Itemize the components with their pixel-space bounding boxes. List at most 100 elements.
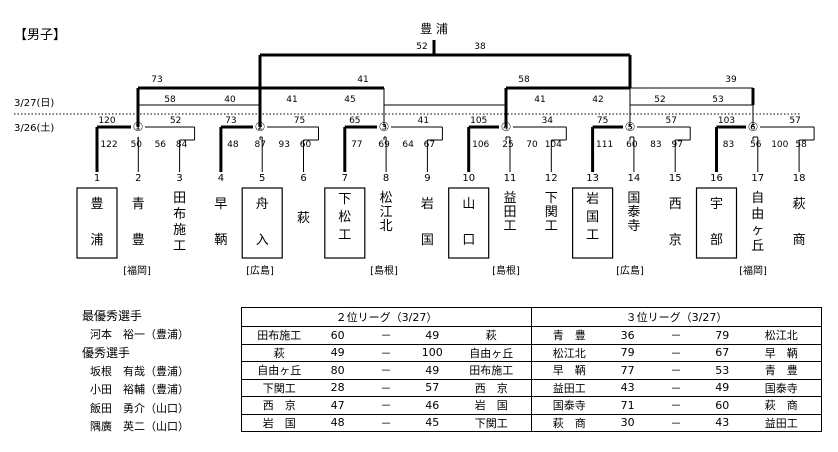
team-b: 早 鞆 bbox=[741, 343, 822, 362]
dash: － bbox=[358, 361, 414, 380]
score-b: 60 bbox=[703, 396, 742, 415]
dash: － bbox=[648, 361, 704, 380]
team-box bbox=[448, 187, 490, 259]
mvp-title: 最優秀選手 bbox=[82, 309, 143, 323]
team-a: 早 鞆 bbox=[530, 361, 607, 380]
team-b: 青 豊 bbox=[741, 361, 822, 380]
score-b: 49 bbox=[413, 326, 452, 345]
team-number: 1 bbox=[94, 173, 100, 184]
team-name-char: 田 bbox=[503, 205, 516, 220]
game-score: 106 bbox=[472, 140, 489, 150]
dash: － bbox=[358, 326, 414, 345]
team-a: 萩 bbox=[241, 343, 317, 362]
team-name-char: 商 bbox=[793, 233, 806, 248]
team-b: 国泰寺 bbox=[741, 378, 822, 397]
team-name-char: 自 bbox=[751, 191, 764, 206]
score-b: 49 bbox=[413, 361, 452, 380]
team-number: 10 bbox=[462, 173, 475, 184]
team-a: 萩 商 bbox=[530, 413, 607, 432]
team-name-char: 豊 bbox=[132, 233, 145, 248]
team-name-char: 舟 bbox=[256, 197, 269, 212]
score-a: 43 bbox=[606, 378, 649, 397]
score-b: 46 bbox=[413, 396, 452, 415]
team-name-char: 豊 bbox=[90, 197, 103, 212]
region-label: [島根] bbox=[370, 264, 398, 277]
team-name-char: 青 bbox=[132, 197, 145, 212]
game-score: 84 bbox=[176, 140, 188, 150]
game-score: 97 bbox=[671, 140, 682, 150]
excellent-player: 飯田 勇介（山口） bbox=[90, 401, 189, 415]
score-b: 79 bbox=[703, 326, 742, 345]
dash: － bbox=[648, 396, 704, 415]
game-number: ⑤ bbox=[625, 120, 636, 134]
region-label: [島根] bbox=[492, 264, 520, 277]
r1-score: 57 bbox=[665, 116, 676, 126]
team-number: 6 bbox=[300, 173, 306, 184]
excellent-player: 小田 裕輔（豊浦） bbox=[90, 383, 189, 396]
team-name-char: 工 bbox=[545, 219, 558, 234]
game-score: 58 bbox=[795, 140, 807, 150]
r1-score: 41 bbox=[418, 116, 429, 126]
score-a: 36 bbox=[606, 326, 649, 345]
r1-score: 73 bbox=[225, 116, 236, 126]
score-a: 48 bbox=[316, 413, 359, 432]
region-label: [広島] bbox=[246, 264, 274, 277]
region-label: [福岡] bbox=[739, 264, 767, 277]
mvp-player: 河本 裕一（豊浦） bbox=[90, 327, 189, 341]
date-label-bottom: 3/26(土) bbox=[14, 121, 54, 134]
team-number: 3 bbox=[176, 173, 182, 184]
team-b: 岩 国 bbox=[451, 396, 532, 415]
team-b: 自由ヶ丘 bbox=[451, 343, 532, 362]
game-score: 104 bbox=[545, 140, 562, 150]
game-score: 56 bbox=[750, 140, 762, 150]
final-score-right: 38 bbox=[474, 42, 486, 52]
semi-score: 73 bbox=[151, 75, 162, 85]
team-name-char: 工 bbox=[338, 228, 351, 243]
game-score: 70 bbox=[526, 140, 538, 150]
game-score: 60 bbox=[300, 140, 312, 150]
qf-score: 53 bbox=[712, 95, 723, 105]
team-number: 7 bbox=[342, 173, 348, 184]
team-number: 11 bbox=[504, 173, 517, 184]
score-b: 45 bbox=[413, 413, 452, 432]
awards-list: 最優秀選手 河本 裕一（豊浦） 優秀選手 坂根 有哉（豊浦） 小田 裕輔（豊浦）… bbox=[82, 307, 189, 437]
game-number: ③ bbox=[379, 120, 390, 134]
qf-score: 45 bbox=[344, 95, 355, 105]
team-number: 17 bbox=[751, 173, 764, 184]
team-name-char: 泰 bbox=[627, 205, 640, 220]
team-box bbox=[76, 187, 118, 259]
team-name-char: 施 bbox=[173, 223, 186, 238]
team-a: 下関工 bbox=[241, 378, 317, 397]
score-b: 49 bbox=[703, 378, 742, 397]
team-name-char: 山 bbox=[462, 197, 475, 212]
team-name-char: ヶ bbox=[751, 223, 764, 238]
game-score: 60 bbox=[626, 140, 638, 150]
team-number: 2 bbox=[135, 173, 141, 184]
semi-score: 41 bbox=[357, 75, 368, 85]
game-score: 64 bbox=[402, 140, 414, 150]
qf-score: 52 bbox=[654, 95, 665, 105]
dash: － bbox=[358, 343, 414, 362]
team-box bbox=[324, 187, 366, 259]
team-b: 西 京 bbox=[451, 378, 532, 397]
team-number: 5 bbox=[259, 173, 265, 184]
team-name-char: 下 bbox=[338, 192, 351, 207]
team-number: 18 bbox=[793, 173, 806, 184]
team-name-char: 布 bbox=[173, 207, 186, 222]
section-title: 【男子】 bbox=[14, 28, 67, 43]
team-name-char: 鞆 bbox=[214, 233, 227, 248]
team-name-char: 松 bbox=[380, 191, 393, 206]
region-label: [広島] bbox=[616, 264, 644, 277]
game-number: ④ bbox=[501, 120, 512, 134]
team-number: 16 bbox=[710, 173, 723, 184]
qf-score: 41 bbox=[534, 95, 545, 105]
team-box bbox=[571, 187, 614, 259]
team-name-char: 西 bbox=[669, 197, 682, 212]
team-a: 自由ヶ丘 bbox=[241, 361, 317, 380]
team-a: 国泰寺 bbox=[530, 396, 607, 415]
team-name-char: 松 bbox=[338, 210, 351, 225]
